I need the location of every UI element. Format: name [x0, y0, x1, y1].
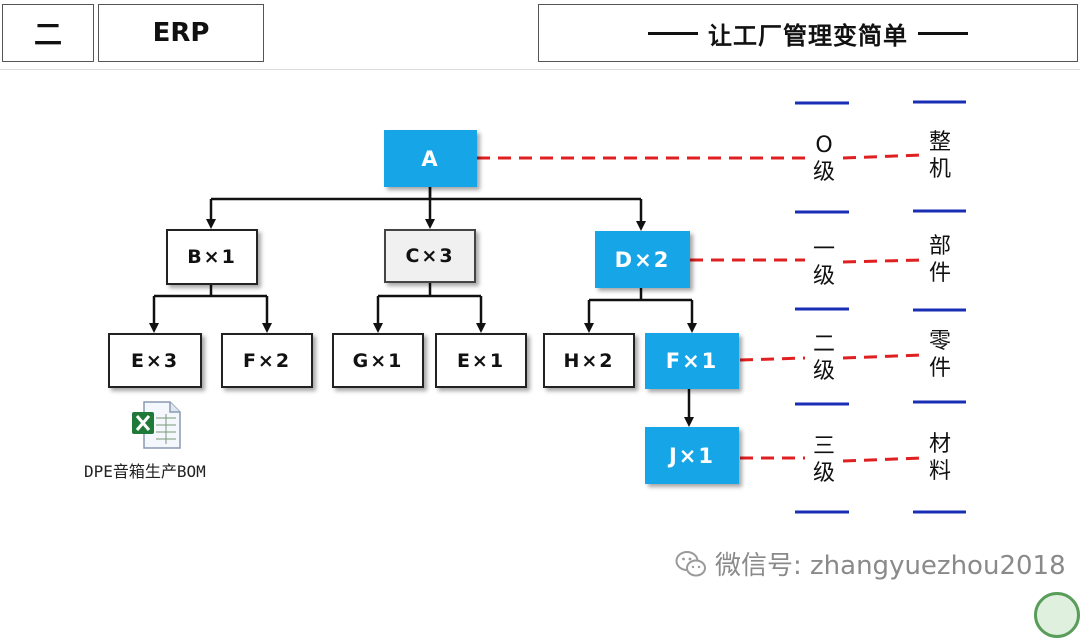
node-f1: F×1	[645, 333, 739, 389]
level-separators	[795, 100, 966, 514]
link-level0-cat0	[842, 153, 923, 160]
bom-connectors	[149, 100, 966, 514]
section-number: 二	[33, 18, 62, 51]
tree-edges	[149, 187, 697, 427]
node-d: D×2	[595, 231, 690, 288]
category-0-char-1: 整	[928, 130, 951, 155]
level-1-char-1: 一	[812, 237, 835, 262]
link-level1-cat1	[842, 258, 923, 264]
level-links	[477, 153, 923, 463]
category-3-char-1: 材	[928, 432, 951, 457]
header-divider	[0, 69, 1080, 70]
node-a-label: A	[421, 146, 440, 171]
link-level2-cat2	[842, 353, 923, 360]
level-2-char-2: 级	[812, 359, 835, 384]
erp-label-box: ERP	[98, 4, 264, 62]
category-2-char-2: 件	[928, 356, 951, 381]
level-0-label: O 级	[804, 132, 844, 186]
attachment-label[interactable]: DPE音箱生产BOM	[84, 462, 206, 481]
slide-title-box: 让工厂管理变简单	[538, 4, 1078, 62]
level-2-char-1: 二	[812, 332, 835, 357]
node-g1: G×1	[332, 333, 424, 388]
level-3-label: 三 级	[804, 433, 844, 487]
node-b: B×1	[166, 229, 258, 285]
link-f-level2	[739, 356, 806, 362]
node-h2-label: H×2	[563, 349, 615, 372]
category-3-char-2: 料	[928, 459, 951, 484]
level-3-char-1: 三	[812, 434, 835, 459]
title-dash-right	[918, 31, 968, 35]
node-h2: H×2	[543, 333, 635, 388]
category-2-char-1: 零	[928, 329, 951, 354]
category-2-label: 零 件	[920, 328, 960, 382]
node-b-label: B×1	[187, 246, 237, 268]
link-level3-cat3	[842, 456, 923, 463]
node-e3: E×3	[108, 333, 202, 388]
wechat-icon	[675, 550, 706, 576]
section-number-box: 二	[2, 4, 94, 62]
node-e1-label: E×1	[456, 349, 506, 372]
category-1-char-1: 部	[928, 234, 951, 259]
level-3-char-2: 级	[812, 461, 835, 486]
level-1-label: 一 级	[804, 236, 844, 290]
category-0-label: 整 机	[920, 129, 960, 183]
node-j1: J×1	[645, 427, 739, 484]
watermark-text: 微信号: zhangyuezhou2018	[715, 551, 1066, 581]
node-g1-label: G×1	[352, 349, 404, 372]
category-1-label: 部 件	[920, 233, 960, 287]
node-e3-label: E×3	[130, 349, 180, 372]
node-d-label: D×2	[614, 247, 671, 272]
category-1-char-2: 件	[928, 261, 951, 286]
corner-logo	[1034, 592, 1080, 638]
slide-title: 让工厂管理变简单	[708, 21, 908, 50]
level-1-char-2: 级	[812, 264, 835, 289]
level-2-label: 二 级	[804, 331, 844, 385]
node-c-label: C×3	[405, 245, 455, 267]
node-f2-label: F×2	[242, 349, 292, 372]
node-f2: F×2	[221, 333, 313, 388]
category-0-char-2: 机	[928, 157, 951, 182]
excel-file-icon[interactable]	[130, 400, 182, 450]
level-0-char-1: O	[815, 133, 833, 158]
erp-label: ERP	[152, 18, 210, 48]
node-j1-label: J×1	[668, 443, 716, 468]
node-a: A	[384, 130, 477, 187]
node-f1-label: F×1	[665, 349, 719, 373]
title-dash-left	[648, 31, 698, 35]
level-0-char-2: 级	[812, 160, 835, 185]
watermark: 微信号: zhangyuezhou2018	[675, 545, 1066, 582]
category-3-label: 材 料	[920, 431, 960, 485]
node-e1: E×1	[435, 333, 527, 388]
node-c: C×3	[384, 229, 476, 283]
